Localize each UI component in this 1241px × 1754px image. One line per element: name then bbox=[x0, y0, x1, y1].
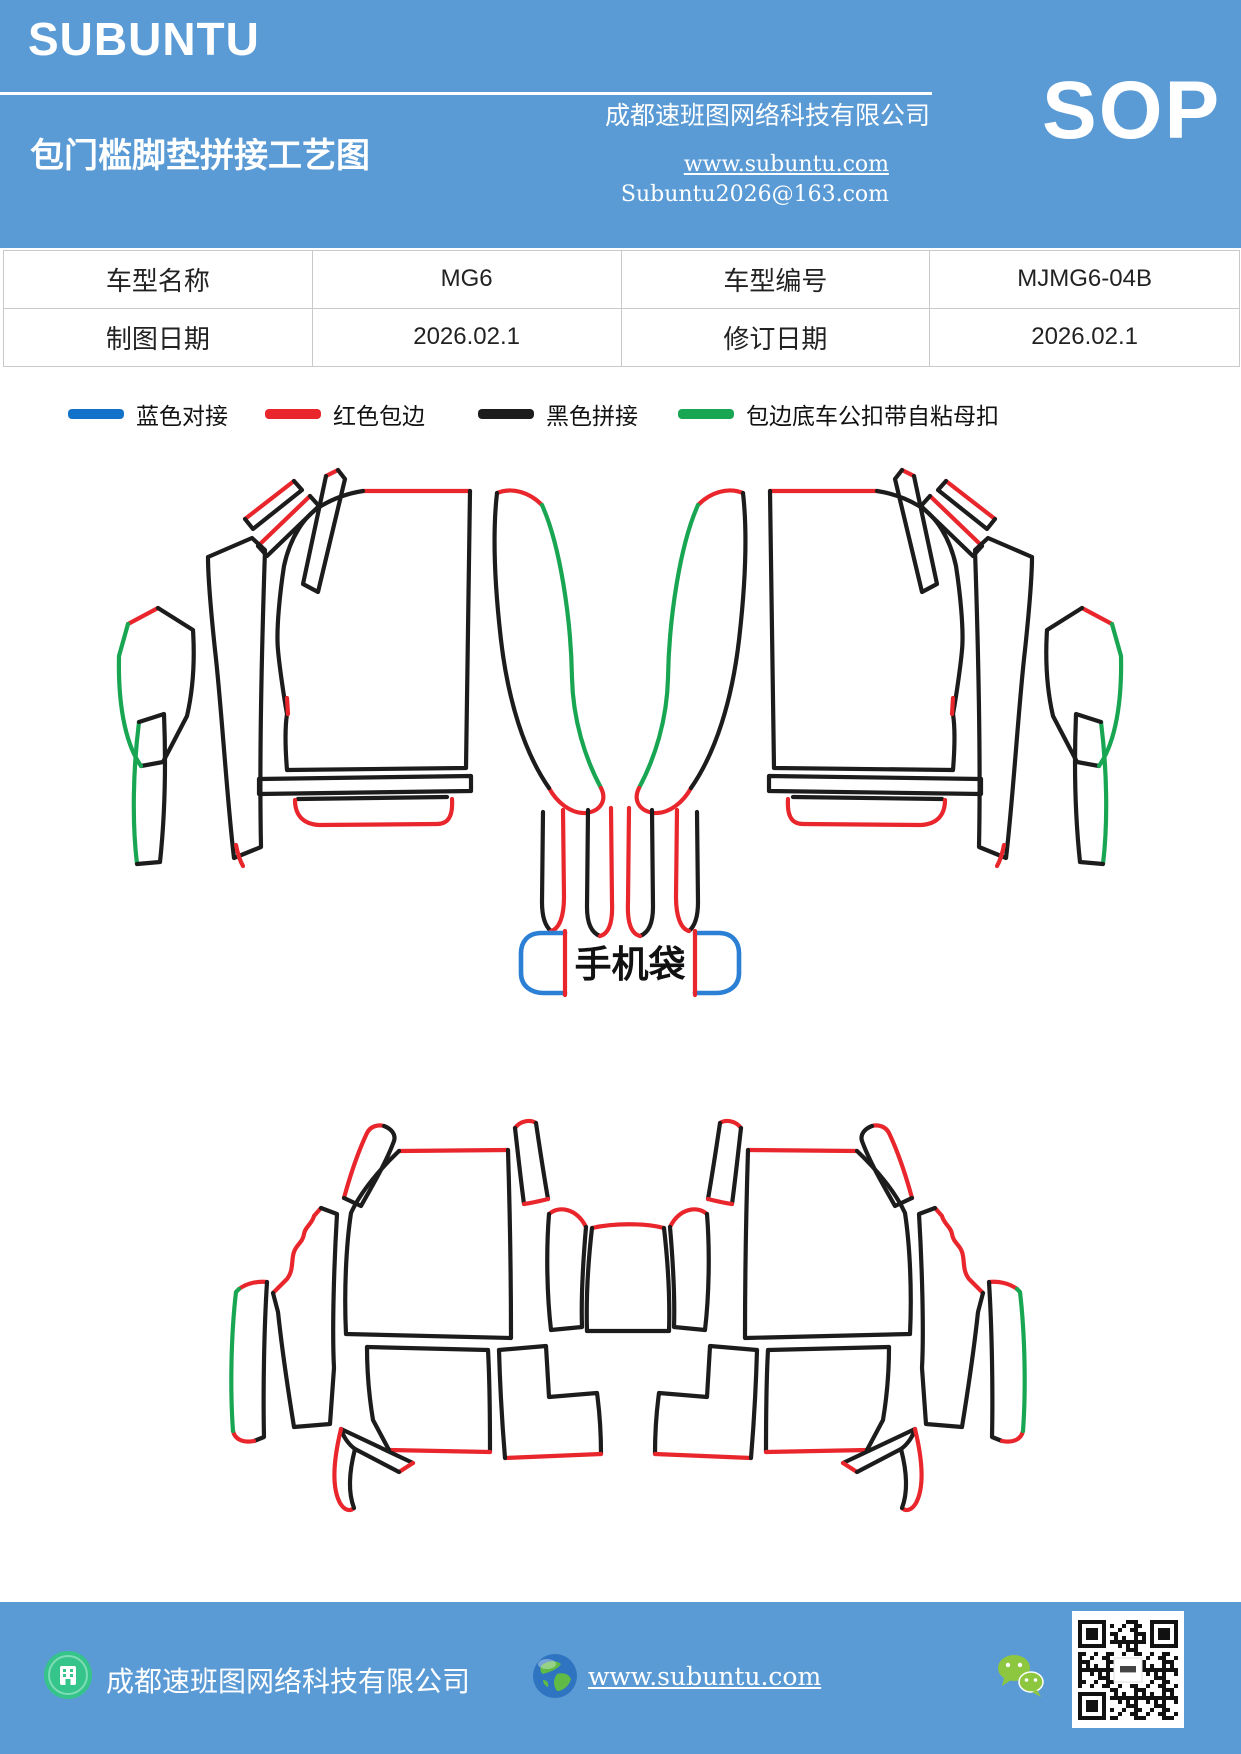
header-banner: SUBUNTU 包门槛脚垫拼接工艺图 成都速班图网络科技有限公司 www.sub… bbox=[0, 0, 1241, 248]
table-cell-revise-date-value: 2026.02.1 bbox=[1031, 323, 1139, 351]
legend-label-green: 包边底车公扣带自粘母扣 bbox=[746, 403, 999, 429]
mat-pattern-diagram: 手机袋 bbox=[116, 467, 1241, 1520]
qr-code bbox=[1072, 1611, 1184, 1728]
header-company-name: 成都速班图网络科技有限公司 bbox=[604, 103, 930, 130]
legend-item-green: 包边底车公扣带自粘母扣 bbox=[678, 398, 999, 430]
table-cell-model-name-value: MG6 bbox=[312, 251, 622, 309]
table-cell-model-code-label: 车型编号 bbox=[621, 251, 931, 309]
vehicle-info-table: 车型名称 MG6 车型编号 MJMG6-04B 制图日期 2026.02.1 修… bbox=[3, 250, 1240, 367]
phone-bag-marker: 手机袋 bbox=[518, 928, 742, 998]
legend-swatch-red bbox=[265, 409, 321, 419]
legend-item-blue: 蓝色对接 bbox=[68, 398, 228, 430]
legend-item-black: 黑色拼接 bbox=[478, 398, 638, 430]
table-cell-draw-date-value: 2026.02.1 bbox=[313, 308, 622, 366]
rear-mat-right-drawing bbox=[655, 1121, 1025, 1510]
brand-logo: SUBUNTU bbox=[28, 13, 260, 65]
legend-label-red: 红色包边 bbox=[333, 403, 425, 429]
legend-swatch-black bbox=[478, 409, 534, 419]
header-website-link[interactable]: www.subuntu.com bbox=[683, 152, 889, 177]
header-divider-line bbox=[0, 92, 932, 95]
page-title: 包门槛脚垫拼接工艺图 bbox=[30, 137, 370, 175]
legend-label-black: 黑色拼接 bbox=[546, 403, 638, 429]
rear-center-tunnel-drawing bbox=[584, 1222, 672, 1334]
front-mat-right-drawing bbox=[628, 470, 1121, 936]
front-mat-left-drawing bbox=[116, 467, 615, 939]
rear-mat-left-drawing bbox=[229, 1118, 604, 1513]
footer-website-link[interactable]: www.subuntu.com bbox=[588, 1662, 822, 1691]
phone-bag-label: 手机袋 bbox=[575, 944, 686, 985]
legend-label-blue: 蓝色对接 bbox=[136, 403, 228, 429]
table-cell-model-code-value: MJMG6-04B bbox=[930, 251, 1239, 309]
header-email-link[interactable]: Subuntu2026@163.com bbox=[620, 182, 889, 207]
table-cell-model-name-label: 车型名称 bbox=[4, 251, 313, 309]
footer-company-name: 成都速班图网络科技有限公司 bbox=[106, 1667, 471, 1698]
table-cell-revise-date-label: 修订日期 bbox=[622, 308, 931, 366]
wechat-icon bbox=[998, 1655, 1044, 1697]
globe-icon bbox=[533, 1654, 577, 1698]
legend-item-red: 红色包边 bbox=[265, 398, 425, 430]
legend-swatch-blue bbox=[68, 409, 124, 419]
legend-swatch-green bbox=[678, 409, 734, 419]
sop-label: SOP bbox=[1042, 65, 1222, 156]
company-building-icon bbox=[44, 1651, 92, 1699]
table-cell-draw-date-label: 制图日期 bbox=[4, 308, 313, 366]
